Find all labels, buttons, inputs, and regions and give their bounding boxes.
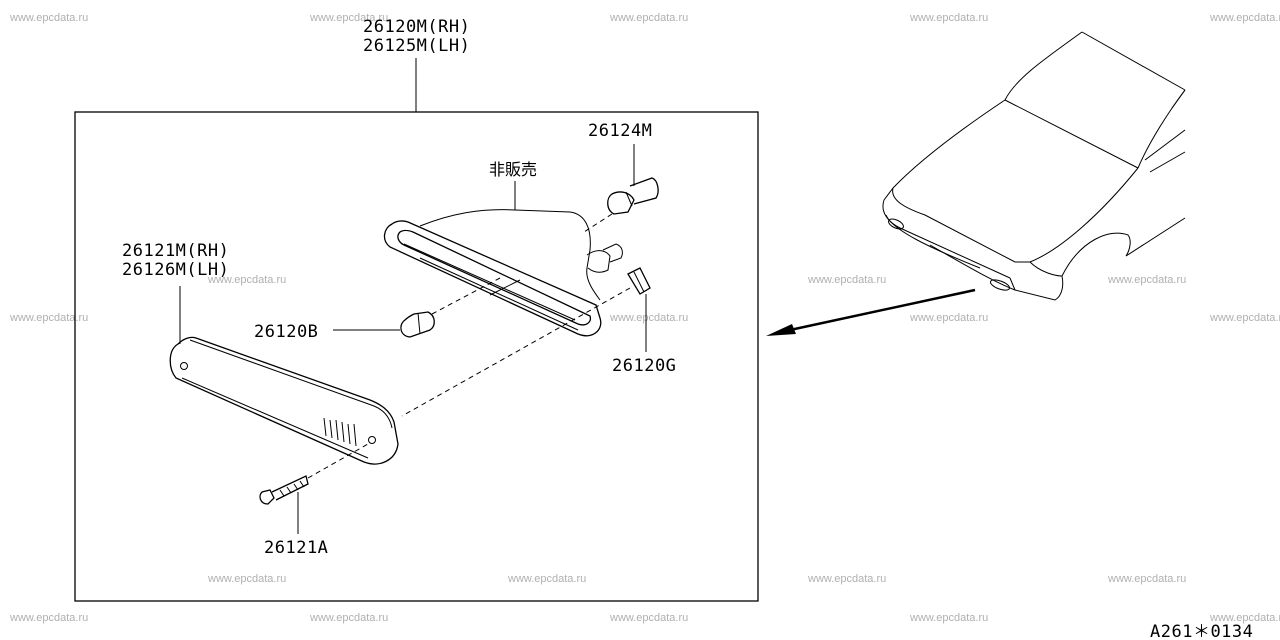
bulb-part: [400, 311, 435, 338]
watermark-text: www.epcdata.ru: [507, 573, 586, 585]
watermark-text: www.epcdata.ru: [909, 312, 988, 324]
label-lens-lh: 26126M(LH): [122, 260, 229, 280]
label-screw: 26121A: [264, 538, 328, 558]
label-not-for-sale: 非販売: [489, 160, 537, 179]
socket-part: [607, 177, 659, 215]
screw-part: [259, 475, 309, 505]
car-illustration: [882, 31, 1186, 301]
label-clip: 26120G: [612, 356, 676, 376]
watermark-text: www.epcdata.ru: [909, 612, 988, 624]
lamp-housing: [383, 209, 623, 337]
watermark-text: www.epcdata.ru: [609, 312, 688, 324]
clip-dashed-line: [401, 287, 631, 417]
watermark-text: www.epcdata.ru: [1209, 612, 1280, 624]
watermark-text: www.epcdata.ru: [1107, 573, 1186, 585]
label-assembly-rh: 26120M(RH): [363, 17, 470, 37]
watermark-text: www.epcdata.ru: [309, 612, 388, 624]
watermark-text: www.epcdata.ru: [1107, 274, 1186, 286]
screw-dashed-line: [307, 443, 369, 479]
watermark-text: www.epcdata.ru: [807, 274, 886, 286]
label-lens-rh: 26121M(RH): [122, 241, 229, 261]
watermark-text: www.epcdata.ru: [807, 573, 886, 585]
watermark-text: www.epcdata.ru: [309, 12, 388, 24]
watermark-text: www.epcdata.ru: [207, 274, 286, 286]
locator-arrow: [766, 288, 976, 336]
watermark-text: www.epcdata.ru: [9, 12, 88, 24]
watermark-text: www.epcdata.ru: [609, 12, 688, 24]
label-bulb: 26120B: [254, 322, 318, 342]
bulb-dashed-line: [431, 277, 501, 315]
watermark-text: www.epcdata.ru: [1209, 12, 1280, 24]
watermark-text: www.epcdata.ru: [609, 612, 688, 624]
label-assembly-lh: 26125M(LH): [363, 36, 470, 56]
label-socket: 26124M: [588, 121, 652, 141]
watermark-text: www.epcdata.ru: [1209, 312, 1280, 324]
watermark-layer: www.epcdata.ru www.epcdata.ru www.epcdat…: [9, 12, 1280, 624]
watermark-text: www.epcdata.ru: [207, 573, 286, 585]
watermark-text: www.epcdata.ru: [9, 612, 88, 624]
lens-part: [169, 336, 399, 465]
watermark-text: www.epcdata.ru: [909, 12, 988, 24]
clip-part: [627, 267, 651, 295]
socket-dashed-line: [583, 213, 613, 233]
diagram-code: A261＊0134: [1150, 622, 1253, 640]
watermark-text: www.epcdata.ru: [9, 312, 88, 324]
